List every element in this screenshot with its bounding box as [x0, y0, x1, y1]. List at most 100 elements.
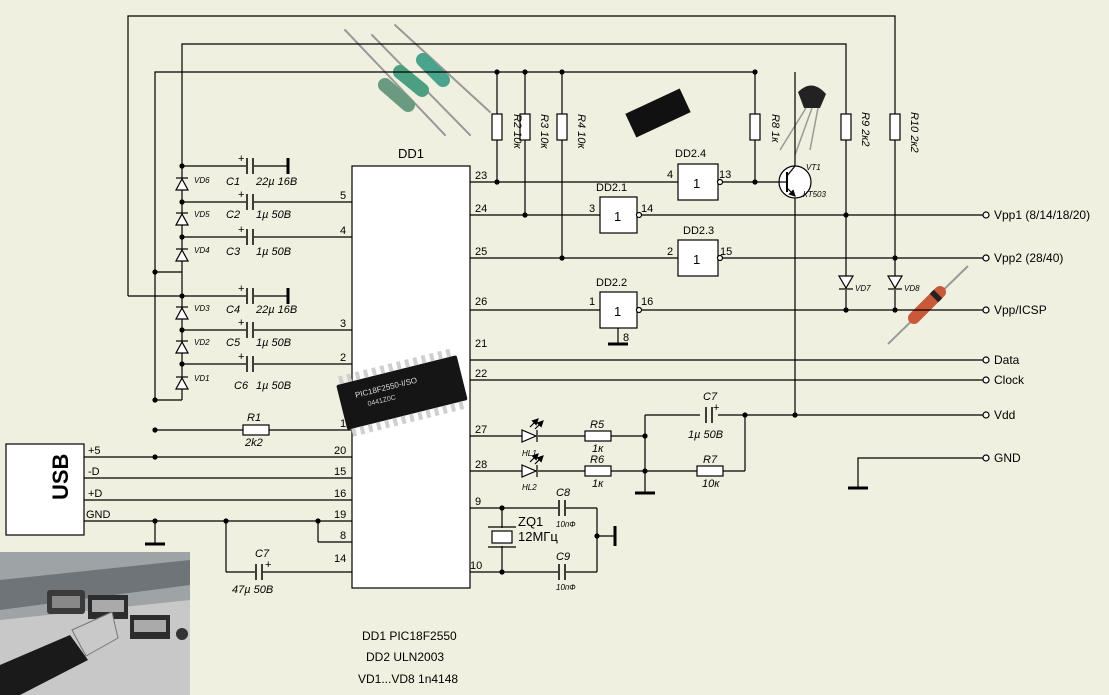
dd1-pin-1: 1 — [340, 418, 346, 430]
r2-label: R2 10к — [511, 114, 523, 149]
pic-chip-photo: PIC18F2550-I/SO 0441Z0C — [336, 348, 468, 437]
junction-dot — [499, 569, 505, 575]
vd2-label: VD2 — [194, 338, 210, 347]
c8-val: 10пФ — [556, 520, 576, 529]
junction-dot — [792, 412, 798, 418]
gate-dd2-4-out: 13 — [719, 169, 731, 181]
junction-dot — [594, 533, 600, 539]
junction-dot — [179, 234, 185, 240]
dd1-pin-26: 26 — [475, 296, 487, 308]
r6-ref: R6 — [590, 454, 605, 466]
r6-val: 1к — [592, 478, 604, 490]
note-diodes: VD1...VD8 1n4148 — [358, 672, 458, 686]
c2-plus: + — [238, 189, 244, 201]
c5-plus: + — [238, 317, 244, 329]
wires — [84, 15, 985, 573]
gate-dd2-3-out: 15 — [720, 246, 732, 258]
diode-ladder-item — [174, 177, 190, 191]
diode-ladder-item — [174, 376, 190, 390]
usb-pin-gnd: GND — [86, 509, 111, 521]
diode-ladder-item — [174, 306, 190, 320]
vd1-label: VD1 — [194, 374, 210, 383]
dd1-pin-15: 15 — [334, 466, 346, 478]
gate-dd2-3-label: DD2.3 — [683, 225, 714, 237]
usb-box — [5, 443, 85, 536]
c5-val: 1µ 50B — [256, 337, 291, 349]
dd1-pin-22: 22 — [475, 368, 487, 380]
signal-vdd: Vdd — [994, 408, 1015, 422]
c6-plus: + — [238, 351, 244, 363]
junction-dot — [179, 199, 185, 205]
r5-val: 1к — [592, 443, 604, 455]
signal-vpp-icsp: Vpp/ICSP — [994, 303, 1047, 317]
c1-ref: C1 — [226, 176, 240, 188]
gate-dd2-4-in: 4 — [667, 169, 673, 181]
gate-dd2-2 — [599, 291, 638, 329]
gate-dd2-2-sym: 1 — [614, 304, 621, 319]
dd1-pin-25: 25 — [475, 246, 487, 258]
junction-dot — [559, 69, 565, 75]
c7-vdd-ref: C7 — [703, 391, 718, 403]
junction-dot — [522, 69, 528, 75]
junction-dot — [843, 212, 849, 218]
junctions — [152, 69, 898, 575]
dd1-pin-23: 23 — [475, 170, 487, 182]
vd8-label: VD8 — [904, 284, 920, 293]
diode-ladder — [174, 177, 190, 390]
gate-dd2-4-label: DD2.4 — [675, 148, 706, 160]
gate-dd2-2-gnd: 8 — [623, 332, 629, 344]
c7-usb-val: 47µ 50B — [232, 584, 273, 596]
gate-dd2-3-in: 2 — [667, 246, 673, 258]
gate-dd2-1-in: 3 — [589, 203, 595, 215]
signal-vpp2: Vpp2 (28/40) — [994, 251, 1063, 265]
junction-dot — [152, 518, 158, 524]
signal-vpp1: Vpp1 (8/14/18/20) — [994, 208, 1090, 222]
junction-dot — [179, 163, 185, 169]
r9-label: R9 2к2 — [859, 112, 871, 147]
diode-ladder-item — [174, 212, 190, 226]
r8-label: R8 1к — [769, 114, 781, 143]
dd1-pin-16: 16 — [334, 488, 346, 500]
r1-val: 2k2 — [244, 437, 263, 449]
c6-val: 1µ 50B — [256, 380, 291, 392]
usb-pin-dminus: -D — [88, 466, 100, 478]
dd1-pin-2: 2 — [340, 352, 346, 364]
r5-ref: R5 — [590, 419, 605, 431]
c4-plus: + — [238, 283, 244, 295]
c3-plus: + — [238, 224, 244, 236]
r4-label: R4 10к — [575, 114, 587, 149]
vd7-label: VD7 — [855, 284, 871, 293]
c9-val: 10пФ — [556, 583, 576, 592]
c4-val: 22µ 16B — [255, 304, 297, 316]
dd1-pin-9: 9 — [475, 496, 481, 508]
dd1-pin-10: 10 — [470, 560, 482, 572]
junction-dot — [642, 468, 648, 474]
junction-dot — [642, 433, 648, 439]
junction-dot — [152, 427, 158, 433]
dd1-pin-21: 21 — [475, 338, 487, 350]
usb-pin-dplus: +D — [88, 488, 102, 500]
junction-dot — [752, 179, 758, 185]
junction-dot — [179, 327, 185, 333]
resistor-photo — [344, 24, 491, 136]
zq1-ref: ZQ1 — [518, 514, 543, 529]
signal-clock: Clock — [994, 373, 1025, 387]
laptop-usb-photo — [0, 552, 190, 695]
dd1-pin-20: 20 — [334, 445, 346, 457]
c3-val: 1µ 50B — [256, 246, 291, 258]
c4-ref: C4 — [226, 304, 240, 316]
r3-label: R3 10к — [538, 114, 550, 149]
gate-dd2-4 — [677, 163, 719, 201]
r10-label: R10 2к2 — [908, 112, 920, 153]
junction-dot — [494, 179, 500, 185]
gate-dd2-1 — [599, 196, 638, 234]
dd1-pin-3: 3 — [340, 318, 346, 330]
hl2-label: HL2 — [522, 483, 537, 492]
dd1-pin-19: 19 — [334, 509, 346, 521]
c8-ref: C8 — [556, 487, 571, 499]
components — [5, 113, 990, 589]
vt1-ref: VT1 — [806, 163, 821, 172]
vd4-label: VD4 — [194, 246, 210, 255]
gate-dd2-3-sym: 1 — [693, 252, 700, 267]
c7-usb-plus: + — [265, 559, 271, 571]
